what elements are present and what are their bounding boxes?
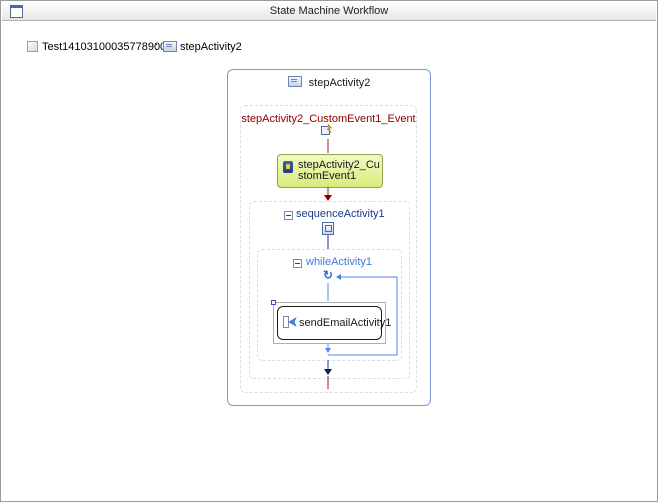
sequence-collapse-icon[interactable] (284, 211, 293, 220)
breadcrumb-separator: : (155, 41, 159, 53)
breadcrumb-state-icon (163, 41, 177, 54)
event-driven-activity-container[interactable]: stepActivity2_CustomEvent1_Event (240, 105, 417, 393)
selection-handle[interactable] (271, 300, 276, 305)
state-icon (287, 76, 302, 87)
while-activity-container[interactable]: whileActivity1 (257, 249, 402, 361)
window-icon (10, 5, 23, 18)
workflow-doc-icon (27, 41, 38, 54)
event-driven-title: stepActivity2_CustomEvent1_Event (241, 113, 416, 125)
sequence-title: sequenceActivity1 (296, 208, 385, 220)
send-email-icon (283, 316, 297, 328)
while-loop-connectors (325, 274, 398, 356)
handle-external-event-activity[interactable]: stepActivity2_CustomEvent1 (277, 154, 383, 188)
handle-external-event-icon (283, 161, 293, 173)
breadcrumb-current-link[interactable]: stepActivity2 (180, 41, 242, 53)
state-title-label: stepActivity2 (308, 77, 371, 89)
while-title: whileActivity1 (306, 256, 373, 268)
while-collapse-icon[interactable] (293, 259, 302, 268)
sequence-activity-container[interactable]: sequenceActivity1 (249, 201, 410, 379)
event-driven-icon (321, 123, 333, 135)
sequence-icon (322, 222, 334, 235)
state-title: stepActivity2 (228, 76, 430, 89)
send-email-activity[interactable]: sendEmailActivity1 (277, 306, 391, 340)
red-connectors (324, 139, 332, 389)
breadcrumb-root-link[interactable]: Test14103100035778900 (42, 41, 167, 53)
while-loop-icon: ↻ (323, 268, 334, 282)
title-bar: State Machine Workflow (2, 2, 656, 21)
handle-external-event-label: stepActivity2_CustomEvent1 (298, 159, 380, 182)
sequence-connectors (324, 235, 332, 375)
send-email-label: sendEmailActivity1 (299, 317, 392, 329)
window-title: State Machine Workflow (269, 5, 389, 17)
